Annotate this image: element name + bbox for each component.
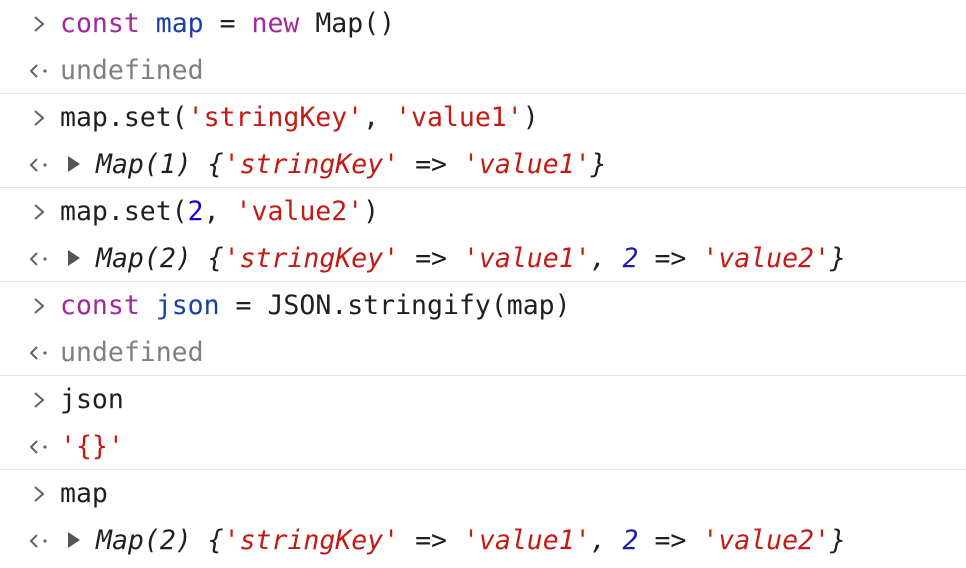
console-output-value: undefined [60, 55, 204, 86]
console-input-line[interactable]: const json = JSON.stringify(map) [0, 282, 966, 330]
map-label: Map(2) { [96, 243, 224, 274]
console-input-code: map [60, 478, 108, 509]
map-value: 'value1' [462, 149, 591, 180]
map-value: 'value2' [702, 525, 830, 556]
separator: , [363, 102, 396, 133]
map-key: 2 [622, 525, 639, 556]
console-input-line[interactable]: map.set('stringKey', 'value1') [0, 94, 966, 142]
map-close: } [590, 149, 607, 180]
code-rest: Map() [299, 8, 396, 39]
return-arrow-icon [26, 330, 52, 375]
map-arrow: => [399, 149, 463, 180]
map-arrow: => [399, 525, 463, 556]
map-arrow: => [638, 243, 703, 274]
console-entry: const json = JSON.stringify(map) undefin… [0, 282, 966, 376]
console-input-line[interactable]: map [0, 470, 966, 518]
return-arrow-icon [26, 142, 52, 187]
triangle-right-icon[interactable] [68, 155, 80, 172]
console-entry: map.set(2, 'value2') Map(2) {'stringKey'… [0, 188, 966, 282]
string-arg: 'value2' [235, 196, 364, 227]
console-output-line: undefined [0, 48, 966, 93]
map-value: 'value2' [702, 243, 830, 274]
string-arg: 'value1' [395, 102, 523, 133]
console-output-line: Map(2) {'stringKey' => 'value1', 2 => 'v… [0, 518, 966, 563]
console-output-line: undefined [0, 330, 966, 375]
return-arrow-icon [26, 424, 52, 469]
console-output-value: '{}' [60, 431, 124, 462]
code-close: ) [522, 102, 539, 133]
return-arrow-icon [26, 518, 52, 563]
map-value: 'value1' [462, 243, 591, 274]
chevron-right-icon [26, 0, 52, 48]
triangle-right-icon[interactable] [68, 249, 80, 266]
console-input-code: const map = new Map() [60, 0, 395, 48]
console-input-line[interactable]: map.set(2, 'value2') [0, 188, 966, 236]
console-output-line: Map(1) {'stringKey' => 'value1'} [0, 142, 966, 187]
console-output-line: Map(2) {'stringKey' => 'value1', 2 => 'v… [0, 236, 966, 281]
map-separator: , [590, 525, 623, 556]
keyword-const: const [60, 8, 140, 39]
map-key: 'stringKey' [223, 243, 400, 274]
console-input-code: map.set(2, 'value2') [60, 188, 379, 236]
chevron-right-icon [26, 94, 52, 142]
console-input-code: map.set('stringKey', 'value1') [60, 94, 539, 142]
code-rest: JSON.stringify(map) [267, 290, 571, 321]
object-preview[interactable]: Map(2) {'stringKey' => 'value1', 2 => 'v… [68, 518, 846, 563]
console-output-value: undefined [60, 337, 204, 368]
chevron-right-icon [26, 470, 52, 518]
return-arrow-icon [26, 48, 52, 93]
map-close: } [829, 525, 846, 556]
separator: , [203, 196, 236, 227]
map-arrow: => [399, 243, 463, 274]
object-preview[interactable]: Map(2) {'stringKey' => 'value1', 2 => 'v… [68, 236, 846, 281]
number-arg: 2 [187, 196, 204, 227]
operator: = [219, 290, 268, 321]
map-key: 'stringKey' [223, 525, 400, 556]
console-entry: map Map(2) {'stringKey' => 'value1', 2 =… [0, 470, 966, 563]
triangle-right-icon[interactable] [68, 531, 80, 548]
variable-name: map [155, 8, 204, 39]
keyword-new: new [251, 8, 300, 39]
string-arg: 'stringKey' [187, 102, 364, 133]
chevron-right-icon [26, 188, 52, 236]
console-input-line[interactable]: const map = new Map() [0, 0, 966, 48]
code-call: map.set( [60, 102, 188, 133]
console-entry: map.set('stringKey', 'value1') Map(1) {'… [0, 94, 966, 188]
chevron-right-icon [26, 282, 52, 330]
return-arrow-icon [26, 236, 52, 281]
map-key: 'stringKey' [223, 149, 400, 180]
map-separator: , [590, 243, 623, 274]
variable-name: json [155, 290, 220, 321]
keyword-const: const [60, 290, 140, 321]
map-close: } [829, 243, 846, 274]
code-call: map.set( [60, 196, 188, 227]
chevron-right-icon [26, 376, 52, 424]
object-preview[interactable]: Map(1) {'stringKey' => 'value1'} [68, 142, 607, 187]
map-arrow: => [638, 525, 703, 556]
map-key: 2 [622, 243, 639, 274]
console-entry: const map = new Map() undefined [0, 0, 966, 94]
console-entry: json '{}' [0, 376, 966, 470]
map-value: 'value1' [462, 525, 591, 556]
console-input-code: json [60, 384, 124, 415]
map-label: Map(2) { [96, 525, 224, 556]
console-output-line: '{}' [0, 424, 966, 469]
console-input-line[interactable]: json [0, 376, 966, 424]
code-close: ) [363, 196, 380, 227]
console-input-code: const json = JSON.stringify(map) [60, 282, 571, 330]
map-label: Map(1) { [96, 149, 224, 180]
operator: = [203, 8, 252, 39]
